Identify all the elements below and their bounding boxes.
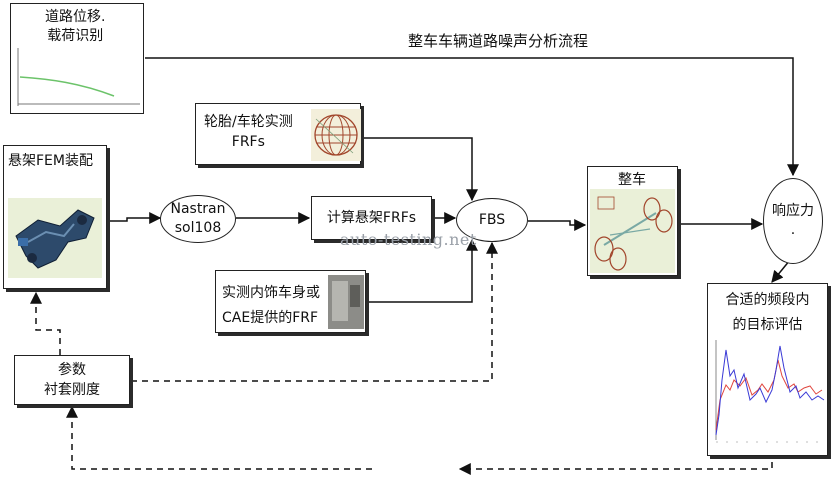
target-eval-line1: 合适的频段内	[725, 292, 810, 308]
dashed-eval-return	[458, 440, 773, 475]
target-eval-box: 合适的频段内 的目标评估	[707, 283, 828, 456]
params-line1: 参数	[58, 362, 86, 378]
suspension-fem-image	[8, 198, 102, 278]
arrow-tire-to-fbs	[362, 137, 478, 202]
suspension-fem-box: 悬架FEM装配	[3, 145, 107, 289]
nastran-ellipse: Nastran sol108	[160, 195, 236, 243]
response-force-line2: .	[790, 222, 796, 238]
trim-body-frf-box: 实测内饰车身或 CAE提供的FRF	[215, 270, 366, 333]
params-line2: 衬套刚度	[44, 382, 100, 399]
load-identification-label: 道路位移. 载荷识别	[45, 8, 105, 46]
arrow-fbs-to-vehicle	[528, 219, 587, 231]
arrow-response-to-eval	[771, 259, 791, 283]
dashed-params-to-fbs	[131, 241, 498, 382]
diagram-title: 整车车辆道路噪声分析流程	[408, 32, 589, 50]
trim-body-image	[328, 275, 364, 329]
trim-body-frf-label: 实测内饰车身或 CAE提供的FRF	[222, 281, 320, 330]
response-force-line1: 响应力	[772, 203, 814, 220]
fbs-label: FBS	[478, 211, 506, 228]
arrow-load-to-response	[145, 57, 799, 177]
tire-frf-line1: 轮胎/车轮实测	[204, 114, 293, 130]
suspension-fem-label: 悬架FEM装配	[8, 153, 93, 169]
calc-suspension-frf-label: 计算悬架FRFs	[326, 209, 417, 226]
target-eval-label: 合适的频段内 的目标评估	[708, 288, 827, 338]
arrow-trim-to-fbs	[366, 238, 478, 303]
load-identification-box: 道路位移. 载荷识别	[10, 3, 144, 114]
calc-suspension-frf-box: 计算悬架FRFs	[311, 196, 432, 240]
full-vehicle-label: 整车	[618, 172, 646, 188]
target-eval-line2: 的目标评估	[732, 317, 803, 334]
fbs-ellipse: FBS	[456, 198, 528, 242]
tire-frf-label: 轮胎/车轮实测 FRFs	[204, 112, 293, 153]
load-identification-line1: 道路位移.	[45, 9, 106, 25]
dashed-params-to-fem	[30, 291, 61, 355]
full-vehicle-image	[590, 189, 675, 273]
eval-curve-red	[715, 359, 823, 431]
load-identification-line2: 载荷识别	[47, 27, 104, 44]
arrow-fem-to-nastran	[107, 212, 162, 224]
trim-body-frf-line1: 实测内饰车身或	[222, 285, 320, 301]
dashed-bottom-to-params	[66, 405, 372, 470]
nastran-line1: Nastran	[170, 201, 226, 218]
eval-curve-blue	[715, 345, 825, 436]
load-curve	[19, 76, 115, 97]
full-vehicle-box: 整车	[587, 166, 678, 276]
nastran-line2: sol108	[174, 220, 222, 236]
params-box: 参数 衬套刚度	[14, 355, 130, 405]
target-eval-plot	[715, 340, 825, 443]
watermark: auto-testing.net	[340, 230, 477, 249]
load-curve-plot	[17, 48, 140, 106]
tire-mesh-image	[311, 109, 361, 161]
tire-frf-box: 轮胎/车轮实测 FRFs	[195, 103, 361, 165]
response-force-ellipse: 响应力 .	[763, 178, 823, 264]
trim-body-frf-line2: CAE提供的FRF	[222, 309, 319, 326]
tire-frf-line2: FRFs	[231, 134, 265, 151]
params-label: 参数 衬套刚度	[15, 360, 129, 401]
